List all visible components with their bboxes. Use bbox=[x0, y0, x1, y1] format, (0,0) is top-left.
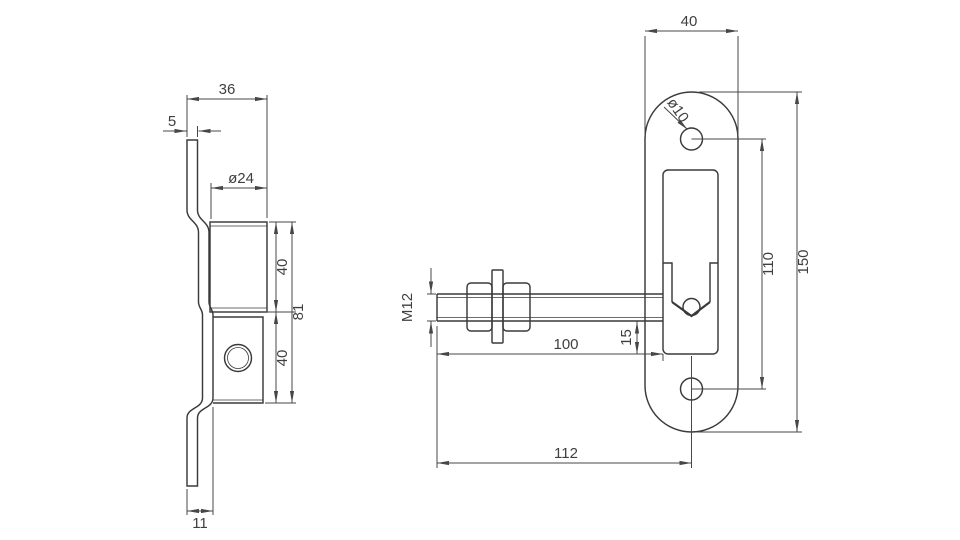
dim-side-lower-length: 40 bbox=[265, 312, 296, 404]
dim-front-hole-spacing: 110 bbox=[691, 138, 777, 390]
front-pivot-ball bbox=[682, 297, 701, 317]
front-nut-right bbox=[502, 282, 531, 332]
dim-side-overall-label: 81 bbox=[290, 304, 307, 321]
side-bore-inner-circle bbox=[227, 347, 249, 369]
dim-side-depth: 36 bbox=[186, 81, 268, 218]
dim-side-tube-diameter-label: ø24 bbox=[228, 170, 254, 187]
dim-front-hole-spacing-label: 110 bbox=[760, 252, 777, 276]
dim-front-overall-length: 112 bbox=[436, 326, 692, 468]
dim-front-rod-length: 100 bbox=[437, 336, 664, 361]
side-tube bbox=[209, 221, 268, 313]
side-lower-housing-outline bbox=[213, 316, 264, 404]
front-view: 40 ø10 110 150 M12 bbox=[399, 13, 812, 468]
saddle-left-wall bbox=[663, 262, 673, 302]
dim-front-overall-length-label: 112 bbox=[554, 445, 578, 462]
dim-front-rod-offset-label: 15 bbox=[618, 329, 635, 346]
side-tube-outline bbox=[209, 221, 268, 313]
dim-front-thread-label: M12 bbox=[399, 293, 416, 322]
dim-side-offset: 11 bbox=[186, 407, 214, 532]
dim-front-width: 40 bbox=[644, 13, 739, 136]
front-plate-outline bbox=[644, 91, 739, 433]
dim-front-thread: M12 bbox=[399, 268, 436, 347]
front-saddle bbox=[663, 262, 718, 318]
dim-front-height: 150 bbox=[697, 91, 812, 433]
dim-side-tube-length-label: 40 bbox=[274, 259, 291, 276]
dim-side-thickness: 5 bbox=[163, 113, 221, 137]
dim-front-height-label: 150 bbox=[795, 249, 812, 274]
dim-side-overall: 81 bbox=[289, 222, 307, 403]
saddle-v-seat bbox=[671, 301, 711, 318]
front-washer bbox=[491, 269, 504, 344]
dim-front-rod-offset: 15 bbox=[618, 321, 640, 354]
front-rod bbox=[436, 293, 663, 322]
side-plate-section bbox=[186, 139, 214, 487]
dim-front-hole-diameter-label: ø10 bbox=[663, 95, 692, 126]
dim-front-hole-diameter: ø10 bbox=[663, 95, 692, 130]
front-nut-left bbox=[466, 282, 493, 332]
side-view: 36 5 ø24 40 40 81 bbox=[163, 81, 307, 532]
dim-side-offset-label: 11 bbox=[192, 515, 208, 532]
dim-side-depth-label: 36 bbox=[219, 81, 236, 98]
leader-line bbox=[663, 106, 688, 130]
dim-side-lower-length-label: 40 bbox=[274, 350, 291, 367]
side-lower-housing bbox=[213, 316, 264, 404]
saddle-right-wall bbox=[709, 262, 718, 302]
dim-side-tube-diameter: ø24 bbox=[210, 170, 267, 219]
dim-side-tube-length: 40 bbox=[265, 221, 296, 313]
dim-side-thickness-label: 5 bbox=[168, 113, 176, 130]
dim-front-width-label: 40 bbox=[681, 13, 698, 30]
dim-front-rod-length-label: 100 bbox=[553, 336, 578, 353]
front-slot bbox=[662, 169, 719, 355]
side-bore-outer-circle bbox=[223, 343, 253, 373]
